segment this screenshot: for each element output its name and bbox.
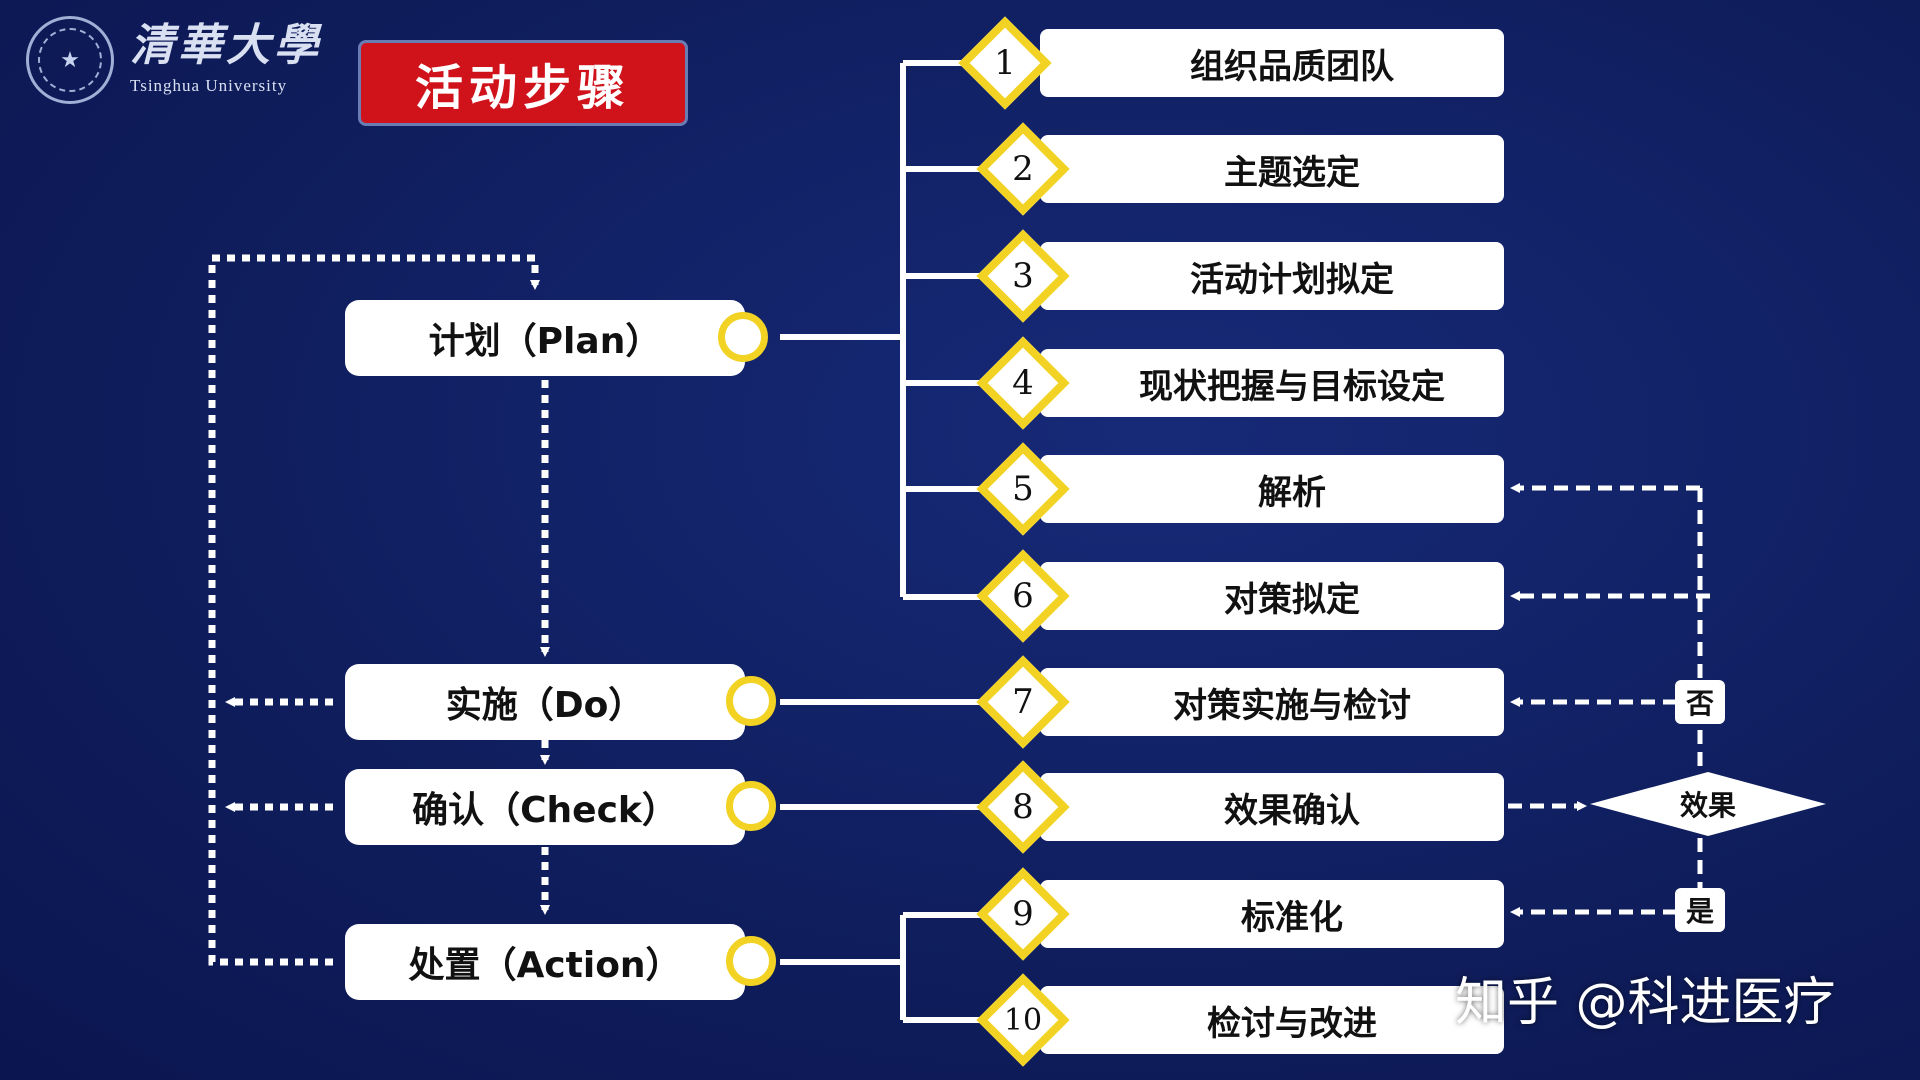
- zhihu-watermark: 知乎 @科进医疗: [1455, 973, 1836, 1033]
- step-8-number: 8: [1012, 787, 1034, 827]
- step-5: 解析: [1040, 455, 1504, 523]
- phase-plan: 计划（Plan）: [345, 300, 745, 376]
- university-seal-icon: ★: [26, 16, 114, 104]
- phase-do: 实施（Do）: [345, 664, 745, 740]
- step-7-number: 7: [1012, 682, 1034, 722]
- phase-check-connector-icon: [726, 781, 776, 831]
- university-name-en: Tsinghua University: [130, 76, 288, 95]
- step-9: 标准化: [1040, 880, 1504, 948]
- effect-decision-diamond: [1590, 772, 1826, 836]
- step-5-number: 5: [1012, 469, 1034, 509]
- step-4: 现状把握与目标设定: [1040, 349, 1504, 417]
- step-6-number: 6: [1012, 576, 1034, 616]
- phase-plan-connector-icon: [718, 312, 768, 362]
- slide-title: 活动步骤: [358, 40, 688, 126]
- step-2-number: 2: [1012, 149, 1034, 189]
- decision-no-label: 否: [1675, 680, 1725, 724]
- step-7: 对策实施与检讨: [1040, 668, 1504, 736]
- pdca-loop: [208, 254, 550, 966]
- phase-do-connector-icon: [726, 676, 776, 726]
- step-3: 活动计划拟定: [1040, 242, 1504, 310]
- step-6: 对策拟定: [1040, 562, 1504, 630]
- step-1-number: 1: [994, 43, 1016, 83]
- decision-yes-label: 是: [1675, 888, 1725, 932]
- feedback-lines: [1508, 483, 1710, 917]
- step-1: 组织品质团队: [1040, 29, 1504, 97]
- university-name-cn: 清華大學: [130, 20, 322, 71]
- tsinghua-logo: ★ 清華大學 Tsinghua University: [26, 16, 322, 104]
- phase-action-connector-icon: [726, 936, 776, 986]
- phase-check: 确认（Check）: [345, 769, 745, 845]
- step-10-number: 10: [1003, 1002, 1043, 1038]
- effect-decision-label: 效果: [1679, 789, 1736, 822]
- step-4-number: 4: [1012, 363, 1034, 403]
- phase-action: 处置（Action）: [345, 924, 745, 1000]
- step-8: 效果确认: [1040, 773, 1504, 841]
- step-10: 检讨与改进: [1040, 986, 1504, 1054]
- step-2: 主题选定: [1040, 135, 1504, 203]
- solid-connectors: [780, 60, 1000, 1023]
- step-9-number: 9: [1012, 894, 1034, 934]
- step-3-number: 3: [1012, 256, 1034, 296]
